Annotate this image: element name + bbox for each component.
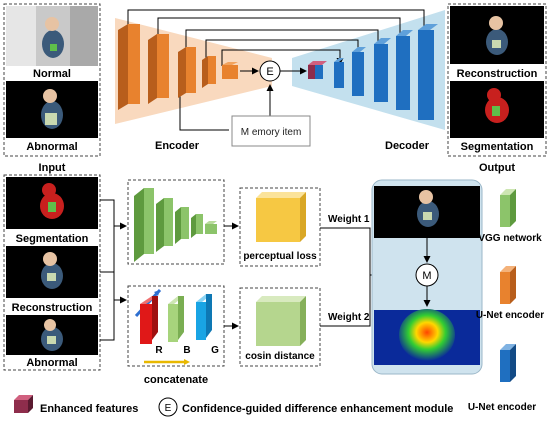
cosine-box-border [239,287,321,367]
lower-abnormal-label: Abnormal [26,357,77,369]
module-legend-label: Confidence-guided difference enhancement… [182,403,453,415]
output-panel: Reconstruction Segmentation [447,3,547,157]
r-label: R [155,345,163,356]
vgg-layers [134,188,217,262]
decoder-block-4 [396,30,413,110]
decoder-block-3 [374,38,391,102]
concatenate-box: R B G [127,285,225,367]
enhancement-module-node [259,60,281,82]
decoder-blocks [334,24,438,120]
enhancement-module-symbol: E [266,66,273,78]
perceptual-loss-label: perceptual loss [243,251,317,262]
segmentation-input-image [6,177,98,229]
module-legend-node [158,397,178,417]
input-arrows [100,199,127,341]
input-panel-border [3,3,101,157]
r-channel [140,296,158,344]
decoder-block-1 [334,58,344,88]
vgg-legend-label: VGG network [478,233,542,244]
anomaly-heatmap-image [374,309,480,365]
encoder-block-4 [202,56,216,88]
encoder-label: Encoder [155,140,200,152]
unet-encoder-legend-label: U-Net encoder [476,310,544,321]
encoder-block-5 [222,62,238,79]
g-channel [196,294,212,340]
encoder-blocks [118,24,238,110]
result-panel: M [371,179,483,375]
abnormal-frame-image [6,81,98,138]
input-title: Input [39,162,66,174]
weight-2-label: Weight 2 [328,312,370,323]
unet-encoder-legend-icon [500,266,516,304]
g-label: G [211,345,219,356]
output-reconstruction-label: Reconstruction [457,68,538,80]
memory-item-box [231,115,311,147]
result-input-image [374,186,480,238]
abnormal-input-image [6,315,98,355]
b-channel [168,296,184,342]
decoder-block-5 [418,24,438,120]
unet-encoder-2-legend-icon [500,344,516,382]
merge-symbol: M [422,270,431,282]
input-panel: Normal Abnormal [3,3,101,157]
module-legend-symbol: E [165,403,172,414]
unet-encoder-2-legend-label: U-Net encoder [468,402,536,413]
abnormal-label: Abnormal [26,141,77,153]
normal-label: Normal [33,68,71,80]
normal-frame-image [6,6,98,66]
encoder-block-3 [178,47,196,98]
lower-reconstruction-label: Reconstruction [12,302,93,314]
right-legend: VGG network U-Net encoder U-Net encoder [468,189,544,413]
reconstruction-output-image [450,6,544,64]
vgg-box-border [127,179,225,265]
cosine-cube [256,302,300,346]
b-label: B [183,345,190,356]
perceptual-cube [256,198,300,242]
enhanced-features-icon [14,395,33,413]
autoencoder: E M emory item [115,9,445,152]
encoder-block-1 [118,24,140,110]
decoder-block-2 [352,47,366,96]
reconstruction-input-image [6,246,98,298]
vgg-legend-icon [500,189,516,227]
lower-segmentation-label: Segmentation [16,233,89,245]
perceptual-loss-box: perceptual loss [239,187,321,267]
bottom-legend: Enhanced features E Confidence-guided di… [14,395,453,417]
weight-1-label: Weight 1 [328,214,370,225]
memory-item-label: M emory item [241,127,302,138]
enhanced-feature-cube [308,61,327,79]
output-segmentation-label: Segmentation [461,141,534,153]
output-title: Output [479,162,515,174]
vgg-network-box [127,179,225,265]
enhanced-features-label: Enhanced features [40,403,138,415]
lower-input-panel-border [3,174,101,371]
cosine-distance-box: cosin distance [239,287,321,367]
decoder-label: Decoder [385,140,430,152]
cosine-distance-label: cosin distance [245,351,315,362]
perceptual-box-border [239,187,321,267]
concatenate-label: concatenate [144,374,208,386]
lower-input-panel: Segmentation Reconstruction Abnormal [3,174,101,371]
encoder-block-2 [148,34,169,104]
segmentation-output-image [450,81,544,138]
